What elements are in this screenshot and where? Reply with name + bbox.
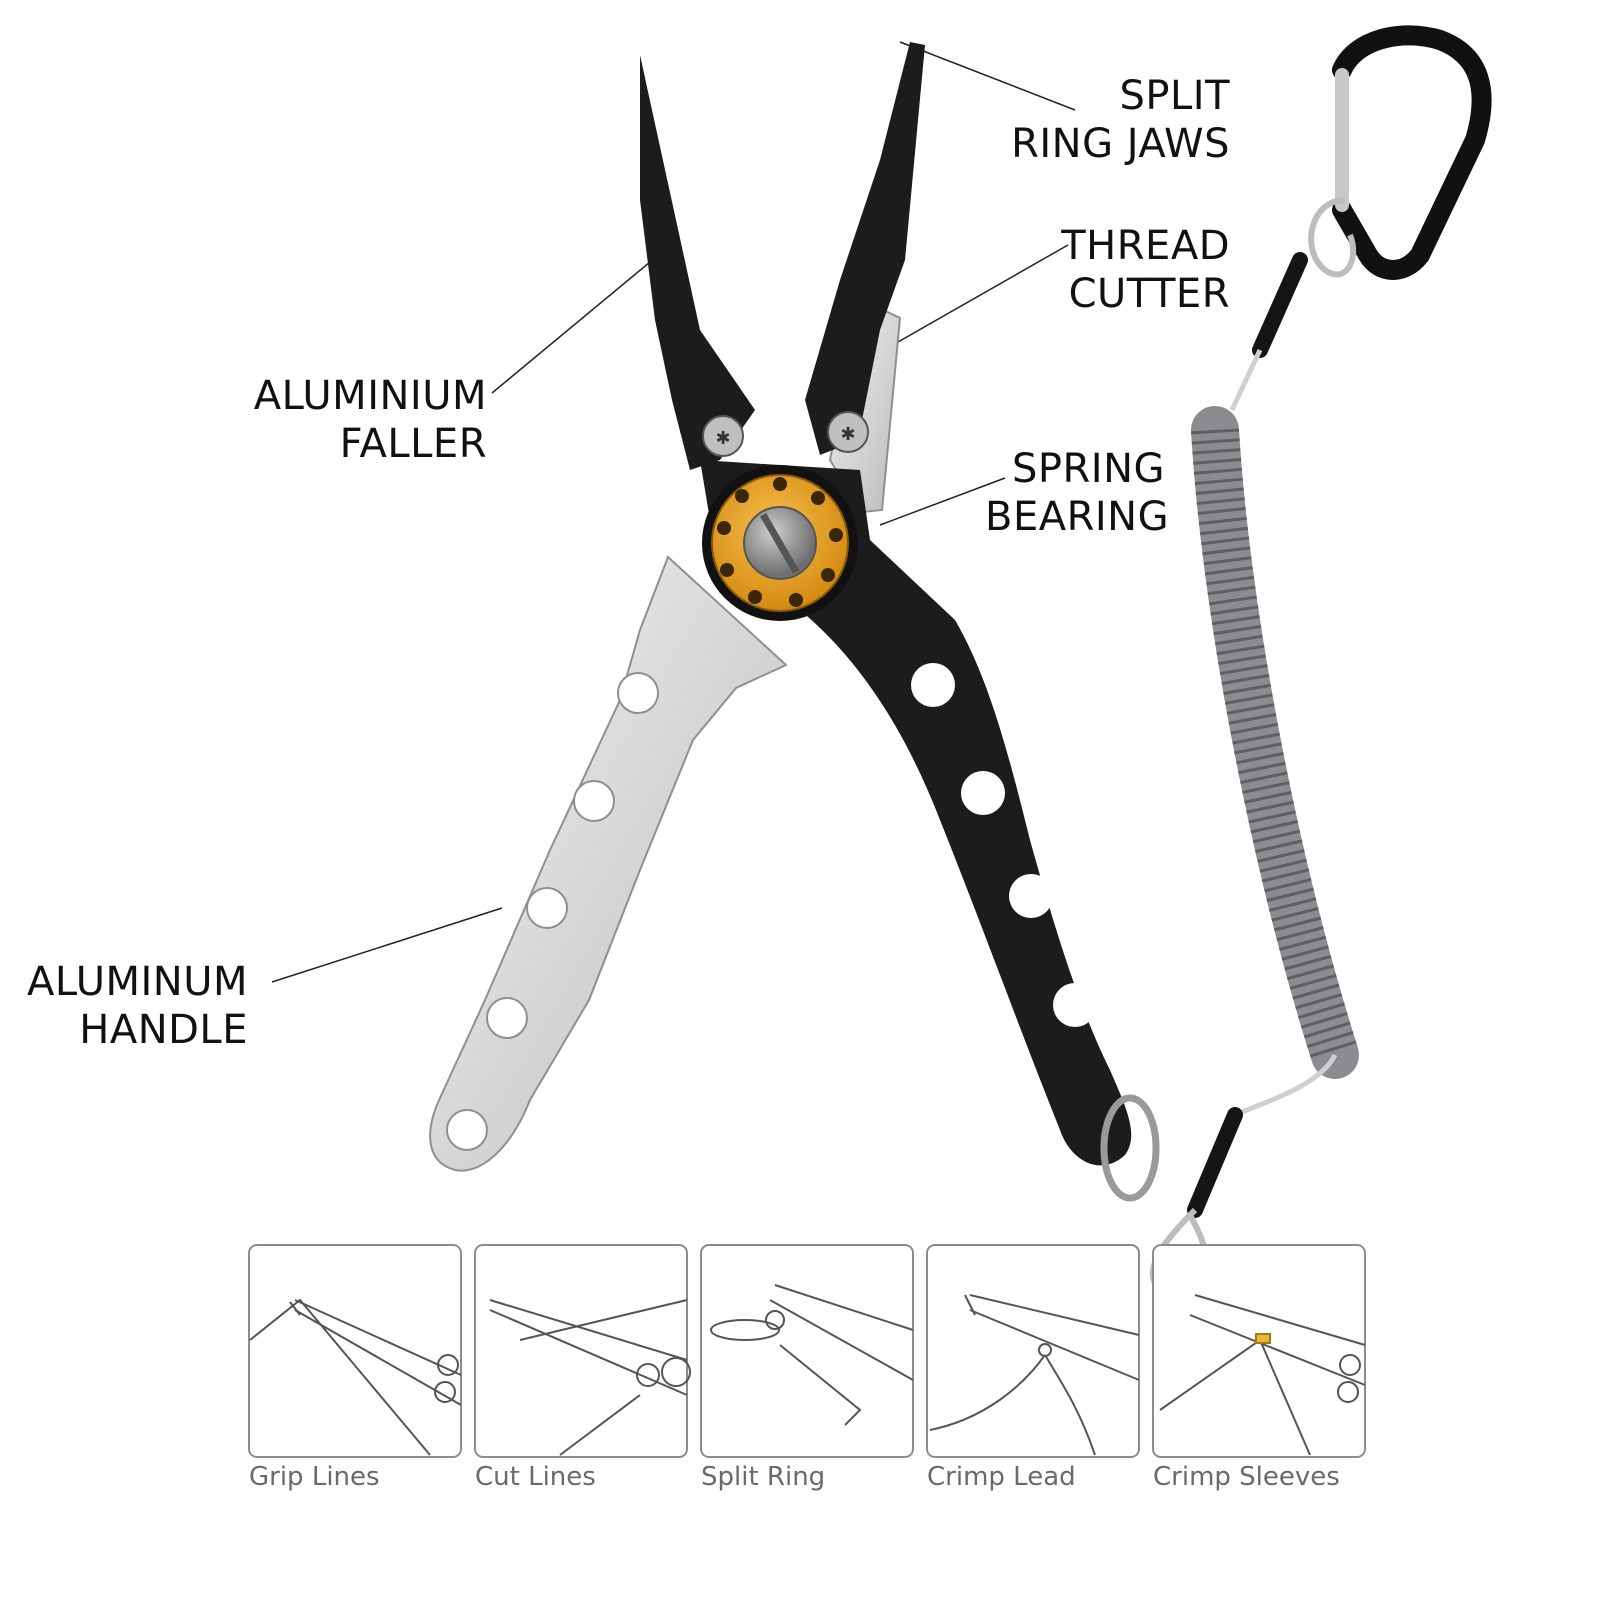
lanyard (1149, 25, 1492, 1298)
split-ring-drawing (710, 1284, 914, 1426)
label-line: FALLER (339, 421, 487, 467)
panel-crimp-lead (926, 1244, 1140, 1458)
crimp-lead-drawing (929, 1294, 1140, 1456)
label-line: BEARING (985, 494, 1170, 540)
label-thread-cutter: THREAD CUTTER (1040, 222, 1230, 318)
silver-handle (429, 555, 788, 1172)
label-line: ALUMINIUM (253, 373, 487, 419)
black-handle (700, 460, 1132, 1166)
panel-grip-lines (248, 1244, 462, 1458)
grip-lines-drawing (249, 1298, 462, 1456)
label-aluminum-handle: ALUMINUM HANDLE (18, 958, 248, 1054)
caption-crimp-lead: Crimp Lead (927, 1462, 1076, 1492)
crimp-sleeves-drawing (1159, 1294, 1366, 1456)
svg-text:✱: ✱ (840, 424, 855, 445)
handle-holes (446, 672, 659, 1151)
caption-split-ring: Split Ring (701, 1462, 826, 1492)
black-handle-holes (911, 663, 1097, 1027)
label-line: CUTTER (1068, 271, 1230, 317)
label-split-ring-jaws: SPLIT RING JAWS (990, 72, 1230, 168)
label-line: THREAD (1061, 223, 1230, 269)
caption-crimp-sleeves: Crimp Sleeves (1153, 1462, 1340, 1492)
gold-bearing (702, 465, 858, 621)
label-line: HANDLE (79, 1007, 248, 1053)
leader-aluminium-faller (491, 261, 651, 394)
leader-thread-cutter (897, 244, 1069, 343)
label-line: SPRING (1011, 446, 1165, 492)
panel-crimp-sleeves (1152, 1244, 1366, 1458)
panel-illustrations (249, 1284, 1366, 1456)
cut-lines-drawing (489, 1299, 691, 1456)
leader-split-ring-jaws (899, 41, 1076, 111)
label-line: RING JAWS (1011, 121, 1230, 167)
panel-cut-lines (474, 1244, 688, 1458)
leader-lines (271, 41, 1076, 983)
panel-split-ring (700, 1244, 914, 1458)
label-line: SPLIT (1119, 73, 1230, 119)
usage-panels (248, 1244, 1366, 1458)
caption-cut-lines: Cut Lines (475, 1462, 596, 1492)
leader-aluminum-handle (271, 907, 503, 983)
caption-grip-lines: Grip Lines (249, 1462, 380, 1492)
label-line: ALUMINUM (27, 959, 248, 1005)
svg-text:✱: ✱ (715, 428, 730, 449)
jaw-screws: ✱ ✱ (702, 411, 869, 457)
split-ring (1100, 1094, 1160, 1202)
label-spring-bearing: SPRING BEARING (985, 445, 1170, 541)
black-jaws (640, 42, 925, 470)
leader-spring-bearing (879, 477, 1006, 526)
label-aluminium-faller: ALUMINIUM FALLER (232, 372, 487, 468)
